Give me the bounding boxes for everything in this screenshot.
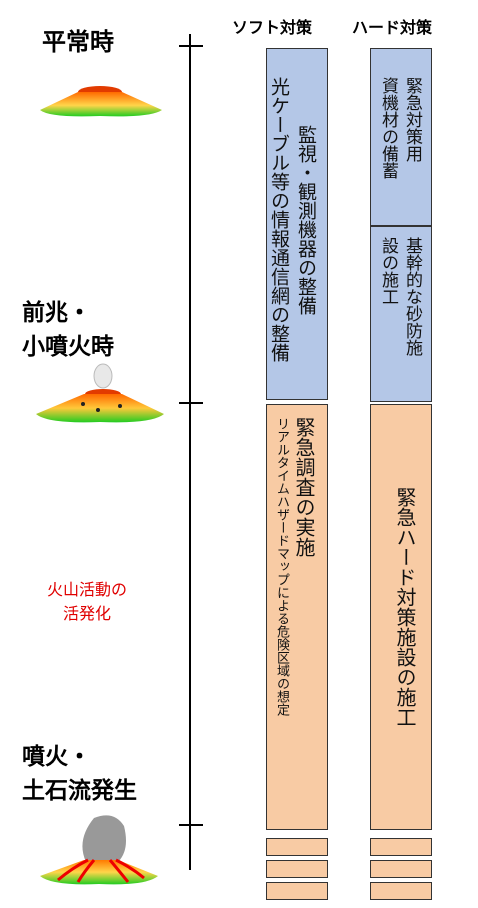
hard-emergency-box: 緊急ハード対策施設の施工 xyxy=(370,404,432,830)
soft-measures-header: ソフト対策 xyxy=(232,18,313,37)
hard-stub-3 xyxy=(370,882,432,900)
soft-stub-2 xyxy=(266,860,328,878)
hard-stockpile-box: 緊急対策用 資機材の備蓄 xyxy=(370,48,432,226)
hard-facility-box: 基幹的な砂防施 設の施工 xyxy=(370,226,432,402)
hard-stockpile-line1: 緊急対策用 xyxy=(402,77,422,162)
soft-stub-3 xyxy=(266,882,328,900)
soft-emergency-box: 緊急調査の実施 リアルタイムハザードマップによる危険区域の想定 xyxy=(266,404,328,830)
volcano-eruption-icon xyxy=(40,815,158,885)
soft-survey-text: 緊急調査の実施 xyxy=(292,417,316,557)
soft-monitoring-box: 監視・観測機器の整備 光ケーブル等の情報通信網の整備 xyxy=(266,48,328,400)
activity-line2: 活発化 xyxy=(62,604,111,623)
timeline-axis xyxy=(189,34,191,870)
hard-stub-1 xyxy=(370,838,432,856)
tick-eruption xyxy=(179,824,203,826)
phase-eruption-line2: 土石流発生 xyxy=(22,778,137,804)
volcano-calm-icon xyxy=(40,86,162,117)
soft-hazardmap-text: リアルタイムハザードマップによる危険区域の想定 xyxy=(274,417,289,716)
hard-emergency-text: 緊急ハード対策施設の施工 xyxy=(393,487,417,727)
activity-line1: 火山活動の xyxy=(46,580,127,599)
volcano-precursor-icon xyxy=(36,363,164,423)
tick-normal xyxy=(179,45,203,47)
phase-eruption-label: 噴火・ 土石流発生 xyxy=(22,740,137,808)
hard-stub-2 xyxy=(370,860,432,878)
hard-stockpile-line2: 資機材の備蓄 xyxy=(378,77,398,179)
soft-stub-1 xyxy=(266,838,328,856)
phase-precursor-line1: 前兆・ xyxy=(22,300,91,326)
phase-eruption-line1: 噴火・ xyxy=(22,744,91,770)
hard-facility-line2: 設の施工 xyxy=(378,237,398,305)
activity-label: 火山活動の 活発化 xyxy=(22,578,152,626)
soft-monitoring-text: 監視・観測機器の整備 xyxy=(295,125,317,315)
phase-normal-label: 平常時 xyxy=(42,28,114,56)
hard-facility-line1: 基幹的な砂防施 xyxy=(402,237,422,356)
phase-precursor-label: 前兆・ 小噴火時 xyxy=(22,296,114,364)
hard-measures-header: ハード対策 xyxy=(352,18,433,37)
phase-precursor-line2: 小噴火時 xyxy=(22,334,114,360)
tick-precursor xyxy=(179,402,203,404)
soft-network-text: 光ケーブル等の情報通信網の整備 xyxy=(268,77,290,362)
